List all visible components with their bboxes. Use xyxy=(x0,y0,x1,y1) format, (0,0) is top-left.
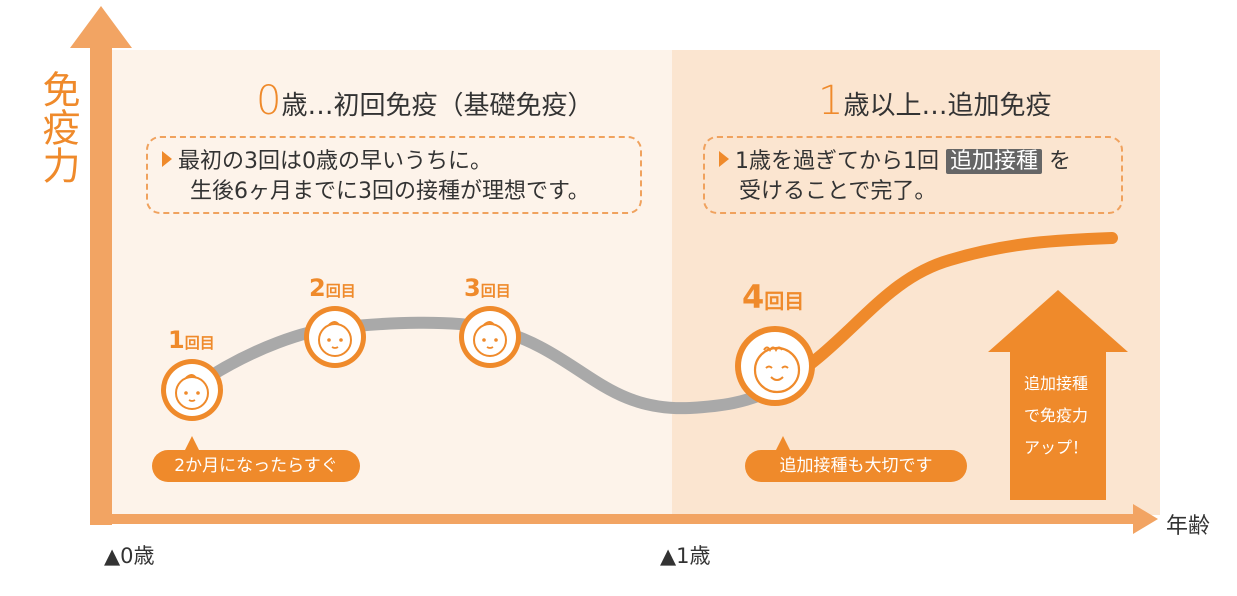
phase-title-primary: 0歳…初回免疫（基礎免疫） xyxy=(256,78,593,124)
boost-arrow-line-2: で免疫力 xyxy=(1023,406,1088,425)
dose-4-unit: 回目 xyxy=(764,289,805,313)
dose-2-label: 2回目 xyxy=(309,274,356,302)
phase-title-booster: 1歳以上…追加免疫 xyxy=(818,78,1051,124)
dose-3-baby-icon xyxy=(459,306,521,368)
phase-title-primary-text: 歳…初回免疫（基礎免疫） xyxy=(281,91,594,121)
immunity-curve-orange xyxy=(769,232,1118,394)
dose-4-num: 4 xyxy=(742,278,765,316)
note-booster-line1: 1歳を過ぎてから1回 追加接種 を xyxy=(719,147,1107,177)
dose-1-unit: 回目 xyxy=(184,334,215,352)
callout-first-dose: 2か月になったらすぐ xyxy=(152,450,360,482)
triangle-bullet-icon xyxy=(719,151,729,167)
dose-2-num: 2 xyxy=(309,274,326,302)
note-booster-line1-post: を xyxy=(1049,149,1072,174)
x-axis xyxy=(90,514,1135,524)
phase-title-primary-num: 0 xyxy=(256,78,282,124)
note-primary-line1: 最初の3回は0歳の早いうちに。 xyxy=(162,147,626,177)
callout-pointer-4 xyxy=(775,436,791,452)
note-booster: 1歳を過ぎてから1回 追加接種 を 受けることで完了。 xyxy=(703,136,1123,214)
callout-pointer-1 xyxy=(184,436,200,452)
tick-age-1: ▲1歳 xyxy=(660,544,711,568)
tick-age-0: ▲0歳 xyxy=(104,544,155,568)
dose-3-num: 3 xyxy=(464,274,481,302)
note-primary: 最初の3回は0歳の早いうちに。 生後6ヶ月までに3回の接種が理想です。 xyxy=(146,136,642,214)
booster-highlight: 追加接種 xyxy=(946,149,1043,174)
panel-infancy xyxy=(112,50,672,515)
note-booster-line1-pre: 1歳を過ぎてから1回 xyxy=(735,149,939,174)
dose-2-unit: 回目 xyxy=(325,282,356,300)
x-axis-label: 年齢 xyxy=(1166,514,1211,539)
dose-3-label: 3回目 xyxy=(464,274,511,302)
x-axis-arrowhead xyxy=(1133,504,1158,534)
y-axis xyxy=(90,40,112,525)
note-primary-line1-text: 最初の3回は0歳の早いうちに。 xyxy=(178,149,492,174)
y-axis-arrowhead xyxy=(70,6,132,48)
phase-title-booster-text: 歳以上…追加免疫 xyxy=(843,91,1052,121)
dose-1-baby-icon xyxy=(161,359,223,421)
boost-arrow-line-3: アップ！ xyxy=(1023,438,1088,457)
note-primary-line2: 生後6ヶ月までに3回の接種が理想です。 xyxy=(190,179,590,204)
dose-1-num: 1 xyxy=(168,326,185,354)
callout-booster-dose: 追加接種も大切です xyxy=(745,450,967,482)
note-booster-line2: 受けることで完了。 xyxy=(739,179,937,204)
triangle-bullet-icon xyxy=(162,151,172,167)
dose-4-baby-icon xyxy=(735,326,815,406)
boost-arrow-text: 追加接種 で免疫力 アップ！ xyxy=(1008,368,1104,464)
dose-4-label: 4回目 xyxy=(742,278,804,316)
boost-arrow xyxy=(988,290,1128,500)
boost-arrow-line-1: 追加接種 xyxy=(1023,374,1088,393)
y-axis-label: 免疫力 xyxy=(36,70,80,184)
dose-3-unit: 回目 xyxy=(480,282,511,300)
dose-2-baby-icon xyxy=(304,306,366,368)
phase-title-booster-num: 1 xyxy=(818,78,844,124)
dose-1-label: 1回目 xyxy=(168,326,215,354)
